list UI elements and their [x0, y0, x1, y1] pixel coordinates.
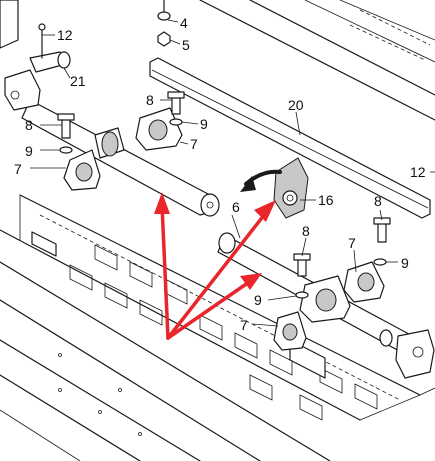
angle-bar-edge	[151, 69, 429, 209]
tray-edge-front-2	[0, 299, 261, 461]
bolt-8-a	[61, 117, 71, 139]
tray-corner-r	[419, 387, 435, 396]
tray-bracket-left	[31, 231, 57, 257]
bracket-16-plate	[273, 157, 309, 219]
callout-12-top: 12	[57, 27, 73, 43]
bracket-16	[240, 157, 309, 219]
callout-7-left: 7	[14, 161, 22, 177]
frame-dash-1	[359, 9, 431, 46]
washer-9-b	[169, 118, 183, 126]
callout-8-right: 8	[374, 193, 382, 209]
red-arrow-up	[160, 203, 170, 340]
tray-edge-front	[0, 261, 331, 461]
callout-9-left: 9	[25, 143, 33, 159]
callout-12-right: 12	[410, 164, 426, 180]
red-arrow-upper-right	[166, 208, 270, 340]
tray-side-r	[359, 394, 421, 421]
upper-shaft-assembly	[4, 0, 220, 217]
callout-4: 4	[180, 15, 188, 31]
callout-16: 16	[318, 192, 334, 208]
callout-5: 5	[182, 37, 190, 53]
bolt-8-d	[377, 221, 387, 243]
frame-rail-top-2	[249, 0, 435, 96]
lower-shaft-assembly	[217, 217, 435, 379]
collar-right	[379, 329, 393, 347]
shaft-upper-end	[200, 193, 220, 217]
washer-9-d	[373, 258, 387, 266]
frame-rail-top	[199, 0, 435, 121]
bottom-rail-3	[0, 409, 81, 461]
callout-6: 6	[232, 199, 240, 215]
washer-9-a	[59, 146, 73, 154]
nut-5	[157, 31, 171, 47]
washer-9-c	[295, 291, 309, 299]
end-block-21	[4, 69, 41, 111]
callout-7-right: 7	[348, 235, 356, 251]
callout-8-lower: 8	[302, 223, 310, 239]
callout-9-lower: 9	[254, 292, 262, 308]
callout-9-upper: 9	[200, 116, 208, 132]
callout-21: 21	[70, 73, 86, 89]
callout-9-right: 9	[401, 255, 409, 271]
callout-labels: 12 21 4 5 8 9 7 8 9 7 20 12 6 16 8 8 7 9…	[14, 15, 426, 333]
highlight-arrows	[154, 192, 276, 340]
post-top-left	[0, 0, 19, 49]
shaft-upper	[21, 99, 219, 216]
callout-7-upper: 7	[190, 136, 198, 152]
frame-dash-2	[349, 24, 426, 61]
bolt-8-c	[297, 257, 307, 277]
washer-4	[157, 11, 171, 21]
rail-holes	[58, 353, 142, 436]
leader-lines	[30, 19, 435, 327]
red-arrow-right	[166, 278, 254, 340]
tray-dash	[39, 214, 401, 401]
bottom-rail-2	[0, 374, 141, 461]
tray-bracket-center	[289, 339, 326, 379]
end-block-right	[395, 329, 435, 379]
frame-rail-top-3	[304, 0, 435, 63]
frame-rail-top-4	[339, 0, 435, 41]
angle-bar-20	[149, 57, 431, 219]
callout-8-upper: 8	[146, 92, 154, 108]
bolt-8-b	[171, 95, 181, 115]
tray-edge-back	[19, 194, 421, 396]
callout-20: 20	[288, 97, 304, 113]
bottom-rail-1	[0, 339, 201, 461]
callout-7-lower: 7	[240, 317, 248, 333]
callout-8-left: 8	[25, 117, 33, 133]
